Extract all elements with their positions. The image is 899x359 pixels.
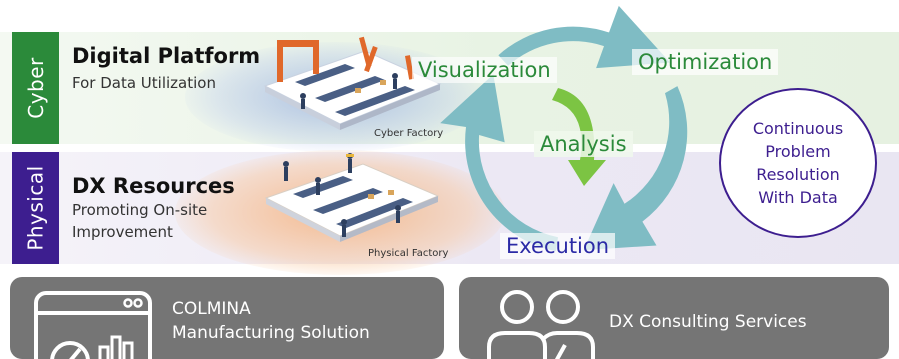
continuous-line-3: Resolution xyxy=(756,165,840,184)
dx-resources-title: DX Resources xyxy=(72,174,235,198)
dx-resources-subtitle-line-2: Improvement xyxy=(72,223,173,241)
analysis-arrow xyxy=(552,88,606,186)
colmina-box: COLMINA Manufacturing Solution xyxy=(10,277,444,359)
continuous-line-1: Continuous xyxy=(752,119,844,138)
optimization-label: Optimization xyxy=(632,49,779,75)
digital-platform-subtitle: For Data Utilization xyxy=(72,74,216,92)
physical-factory-illustration xyxy=(264,153,440,242)
analysis-label: Analysis xyxy=(534,131,633,157)
execution-label: Execution xyxy=(500,233,616,259)
dx-resources-subtitle-line-1: Promoting On-site xyxy=(72,201,208,219)
continuous-resolution-text: Continuous Problem Resolution With Data xyxy=(753,117,843,209)
colmina-line-2: Manufacturing Solution xyxy=(172,323,370,343)
colmina-line-1: COLMINA xyxy=(172,299,251,319)
visualization-label: Visualization xyxy=(412,57,557,83)
consulting-box: DX Consulting Services xyxy=(459,277,889,359)
cyber-factory-label: Cyber Factory xyxy=(374,128,444,139)
physical-tab: Physical xyxy=(12,152,59,264)
consulting-label: DX Consulting Services xyxy=(609,312,807,332)
physical-tab-label: Physical xyxy=(23,165,48,251)
continuous-line-4: With Data xyxy=(758,188,838,207)
physical-factory-label: Physical Factory xyxy=(368,248,449,259)
cyber-tab: Cyber xyxy=(12,32,59,144)
cycle-arrow-right xyxy=(583,86,688,251)
cyber-tab-label: Cyber xyxy=(23,57,48,119)
digital-platform-title: Digital Platform xyxy=(72,44,261,68)
continuous-resolution-circle: Continuous Problem Resolution With Data xyxy=(719,88,877,238)
continuous-line-2: Problem xyxy=(765,142,831,161)
cyber-factory-illustration xyxy=(263,36,442,130)
cycle-ring xyxy=(440,5,688,252)
dashboard-icon xyxy=(34,291,152,359)
people-icon xyxy=(487,290,595,359)
cycle-arrow-left xyxy=(440,74,558,252)
cycle-arrow-top xyxy=(498,5,671,69)
